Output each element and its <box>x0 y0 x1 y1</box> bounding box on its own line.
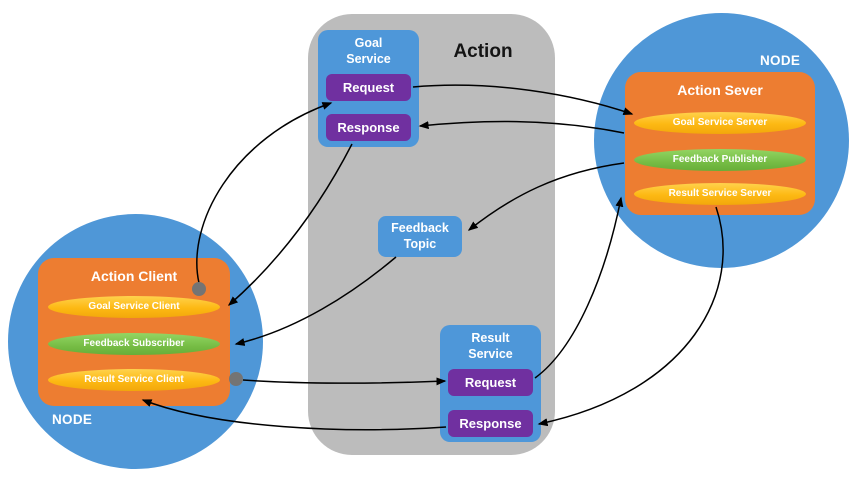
feedback-publisher-pill: Feedback Publisher <box>634 149 806 171</box>
label-line: Service <box>468 347 513 361</box>
feedback-subscriber-pill: Feedback Subscriber <box>48 333 220 355</box>
result-service-label: Result Service <box>440 325 541 362</box>
goal-response-box: Response <box>326 114 411 141</box>
feedback-topic-box: Feedback Topic <box>378 216 462 257</box>
goal-service-server-pill: Goal Service Server <box>634 112 806 134</box>
result-service-server-pill: Result Service Server <box>634 183 806 205</box>
result-request-box: Request <box>448 369 533 396</box>
goal-service-client-pill: Goal Service Client <box>48 296 220 318</box>
result-service-client-pill: Result Service Client <box>48 369 220 391</box>
label-line: Service <box>346 52 391 66</box>
label-line: Result <box>471 331 510 345</box>
action-client-title: Action Client <box>90 268 178 284</box>
goal-service-label: Goal Service <box>318 30 419 67</box>
server-node-label: NODE <box>760 53 801 68</box>
action-panel-title: Action <box>453 41 513 62</box>
label-line: Topic <box>403 237 437 251</box>
action-server-title: Action Sever <box>677 82 763 98</box>
feedback-topic-label: Feedback Topic <box>378 216 462 252</box>
result-response-box: Response <box>448 410 533 437</box>
goal-request-box: Request <box>326 74 411 101</box>
label-line: Feedback <box>391 221 449 235</box>
action-client-card: Action Client Goal Service Client Feedba… <box>38 258 230 406</box>
client-node-label: NODE <box>52 412 93 427</box>
result-service-box: Result Service Request Response <box>440 325 541 442</box>
label-line: Goal <box>354 36 383 50</box>
goal-service-box: Goal Service Request Response <box>318 30 419 147</box>
action-server-card: Action Sever Goal Service Server Feedbac… <box>625 72 815 215</box>
